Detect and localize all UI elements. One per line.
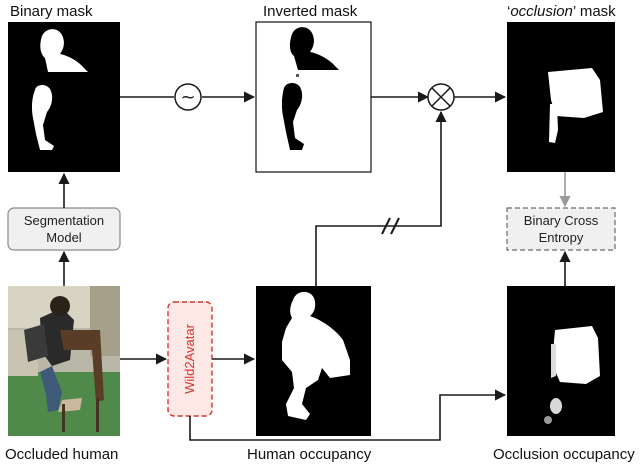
arrow-wild2avatar-to-occlusion-occupancy [189,389,507,441]
multiply-operator [427,83,455,111]
caption-occlusion-occupancy: Occlusion occupancy [493,446,635,463]
invert-symbol: ~ [180,87,195,108]
invert-operator: ~ [174,83,202,111]
caption-binary-mask: Binary mask [10,3,93,20]
segmentation-model-box: Segmentation Model [7,207,121,251]
caption-inverted-mask: Inverted mask [263,3,358,20]
caption-occluded-human: Occluded human [5,446,118,463]
inverted-mask-panel [255,21,372,173]
binary-mask-panel [8,22,120,172]
wild2avatar-label: Wild2Avatar [182,323,197,394]
stop-gradient-mark-2 [390,217,400,235]
caption-occlusion-quote: ‘ [507,3,510,20]
occlusion-occupancy-panel [507,286,615,436]
bce-box: Binary Cross Entropy [506,207,616,251]
segmentation-label-2: Model [46,230,82,245]
human-occupancy-panel [256,286,371,436]
occluded-human-photo [8,286,120,436]
caption-occlusion-rest: ’ mask [573,3,616,20]
wild2avatar-box: Wild2Avatar [167,301,213,417]
caption-occlusion-mask: ‘occlusion’ mask [507,3,616,20]
bce-label-2: Entropy [539,230,584,245]
connectors [58,91,571,441]
stop-gradient-mark-1 [381,217,391,235]
occlusion-mask-panel [507,22,615,172]
bce-label-1: Binary Cross [524,213,599,228]
segmentation-label-1: Segmentation [24,213,104,228]
caption-human-occupancy: Human occupancy [247,446,372,463]
multiply-stroke-2 [431,87,451,107]
caption-occlusion-italic: occlusion [510,3,573,20]
arrow-occupancy-to-multiply [315,110,447,286]
